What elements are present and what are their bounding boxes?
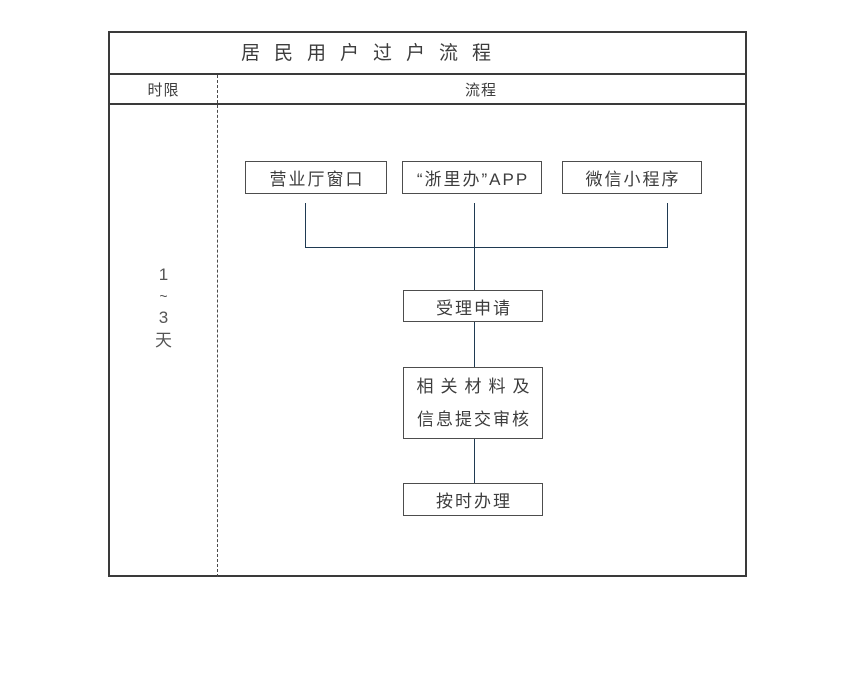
step-box-materials-review: 相关材料及 信息提交审核: [403, 367, 543, 439]
column-header-time: 时限: [147, 81, 180, 99]
column-divider: [217, 75, 218, 577]
duration-part-3: 3: [158, 308, 169, 327]
duration-part-day: 天: [155, 331, 172, 350]
connector-stub-right: [667, 203, 668, 248]
step-box-accept-application: 受理申请: [403, 290, 543, 322]
column-header-process: 流程: [464, 81, 497, 99]
step-materials-review-line1: 相关材料及: [416, 377, 537, 396]
connector-bracket: [305, 247, 668, 248]
connector-stub-left: [305, 203, 306, 248]
process-table: 居民用户过户流程 时限 流程 1 ~ 3 天 营业厅窗口 “浙里办”APP 微信…: [108, 31, 747, 577]
channel-box-zheliban-app: “浙里办”APP: [402, 161, 542, 194]
title-row: 居民用户过户流程: [110, 33, 745, 75]
header-row: 时限 流程: [110, 75, 745, 105]
duration-part-1: 1: [158, 265, 169, 284]
connector-line-middle: [474, 203, 475, 290]
duration-label: 1 ~ 3 天: [110, 263, 217, 352]
page-title: 居民用户过户流程: [241, 43, 506, 64]
step-box-handle-on-time: 按时办理: [403, 483, 543, 516]
connector-accept-to-review: [474, 322, 475, 367]
channel-box-hall-window: 营业厅窗口: [245, 161, 387, 194]
duration-part-tilde: ~: [159, 288, 168, 304]
connector-review-to-final: [474, 439, 475, 483]
table-body: 1 ~ 3 天 营业厅窗口 “浙里办”APP 微信小程序 受理申请 相关材料及 …: [110, 75, 745, 577]
step-materials-review-line2: 信息提交审核: [417, 410, 531, 429]
channel-box-wechat-miniprogram: 微信小程序: [562, 161, 702, 194]
